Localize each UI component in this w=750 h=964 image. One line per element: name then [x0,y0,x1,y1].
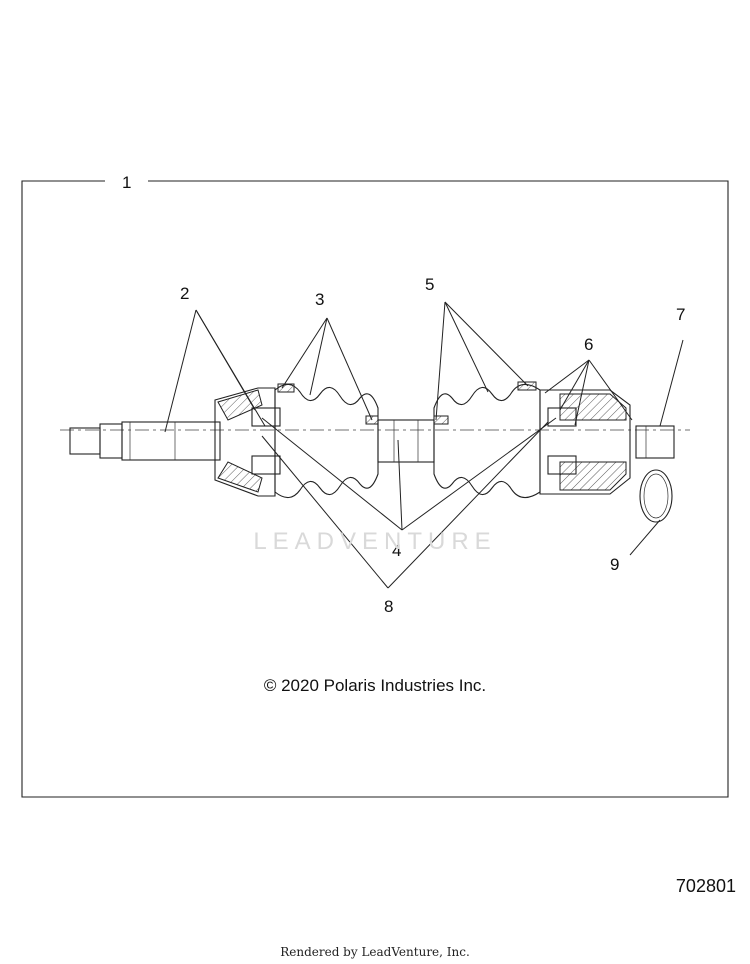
callout-7: 7 [676,305,685,324]
callout-8: 8 [384,597,393,616]
o-ring [639,469,673,523]
outer-boot [433,381,541,499]
outer-cv-housing [539,389,631,495]
callout-2: 2 [180,284,189,303]
callout-3: 3 [315,290,324,309]
inner-cv-housing [214,387,281,497]
rendered-by-text: Rendered by LeadVenture, Inc. [280,945,470,959]
o-ring-inner [643,473,669,519]
diagram-number: 702801 [675,876,736,896]
callout-6: 6 [584,335,593,354]
diagram-frame [21,180,729,798]
callout-9: 9 [610,555,619,574]
callout-1: 1 [122,173,131,192]
mid-shaft [377,419,435,463]
callout-4: 4 [392,541,401,560]
leader-lines [164,301,684,589]
axle-nut [635,425,675,459]
copyright-text: © 2020 Polaris Industries Inc. [263,676,487,695]
callout-5: 5 [425,275,434,294]
watermark: LEADVENTURE [253,528,497,555]
inner-cv-stub-shaft [69,421,221,461]
